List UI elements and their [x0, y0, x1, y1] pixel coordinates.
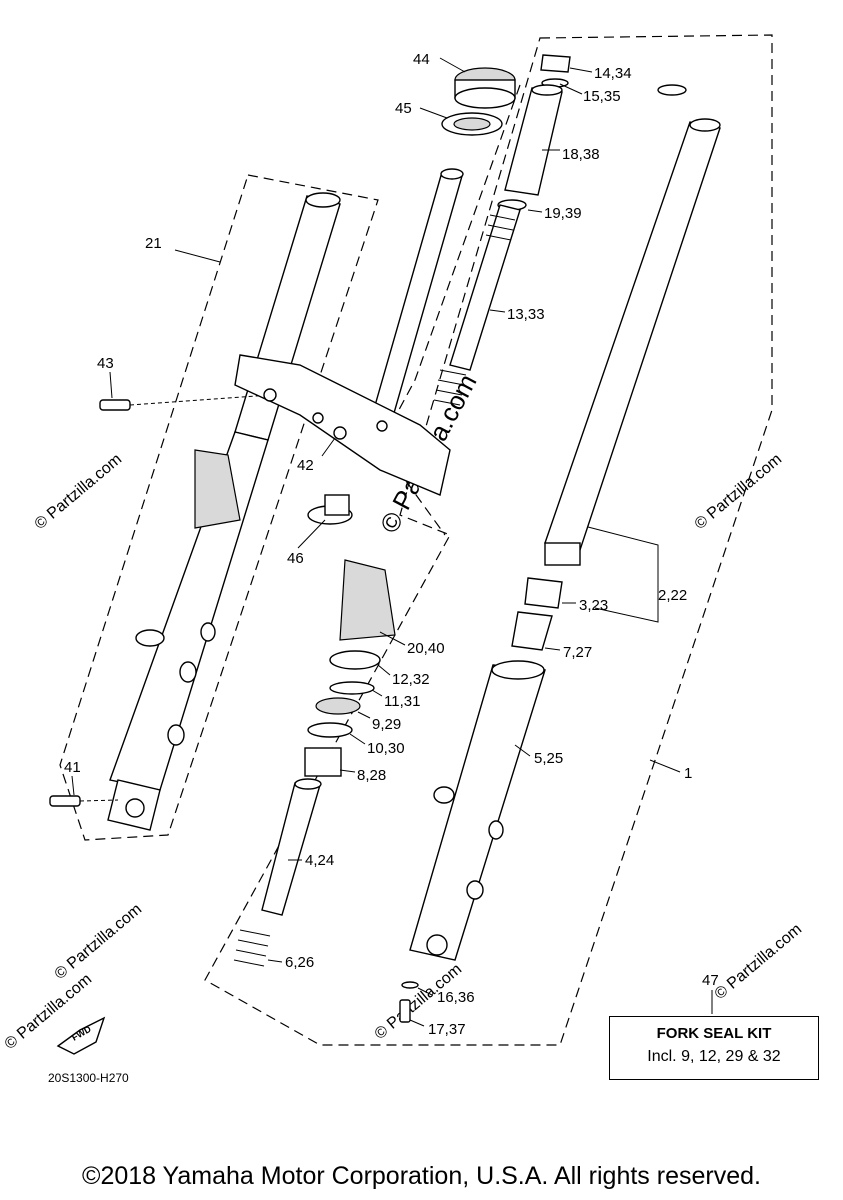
left-fork-assembly [107, 192, 341, 831]
callout-13-33: 13,33 [507, 306, 545, 323]
bearing-44 [454, 67, 516, 109]
kit-description: Incl. 9, 12, 29 & 32 [647, 1048, 781, 1065]
watermark: © Partzilla.com [32, 451, 126, 533]
fwd-arrow-icon: FWD [56, 1016, 106, 1055]
callout-7-27: 7,27 [563, 644, 592, 661]
callout-11-31: 11,31 [384, 693, 420, 710]
callout-19-39: 19,39 [544, 205, 582, 222]
bolt-17 [399, 981, 419, 1023]
callout-1: 1 [684, 765, 692, 782]
callout-16-36: 16,36 [437, 989, 475, 1006]
callout-42: 42 [297, 457, 314, 474]
callout-20-40: 20,40 [407, 640, 445, 657]
callout-5-25: 5,25 [534, 750, 563, 767]
callout-47: 47 [702, 972, 719, 989]
watermark: © Partzilla.com [692, 451, 786, 533]
callout-2-22: 2,22 [658, 587, 687, 604]
bolt-43 [99, 394, 271, 411]
callout-21: 21 [145, 235, 162, 252]
damper-rod [233, 778, 322, 967]
callout-41: 41 [64, 759, 81, 776]
right-fork-assembly [409, 84, 721, 961]
nut-46 [307, 494, 353, 525]
kit-title: FORK SEAL KIT [656, 1025, 772, 1042]
watermark: © Partzilla.com [52, 901, 146, 983]
callout-46: 46 [287, 550, 304, 567]
callout-4-24: 4,24 [305, 852, 334, 869]
callout-3-23: 3,23 [579, 597, 608, 614]
callout-17-37: 17,37 [428, 1021, 466, 1038]
steering-stem [234, 168, 464, 496]
watermark: © Partzilla.com [712, 921, 806, 1003]
callout-labels: 44 45 14,34 15,35 18,38 19,39 21 13,33 4… [64, 51, 719, 1038]
callout-44: 44 [413, 51, 430, 68]
inner-fork-parts [433, 54, 571, 406]
callout-6-26: 6,26 [285, 954, 314, 971]
callout-9-29: 9,29 [372, 716, 401, 733]
copyright-notice: ©2018 Yamaha Motor Corporation, U.S.A. A… [82, 1162, 761, 1190]
callout-10-30: 10,30 [367, 740, 405, 757]
seal-45 [441, 112, 503, 136]
callout-14-34: 14,34 [594, 65, 632, 82]
callout-18-38: 18,38 [562, 146, 600, 163]
leader-lines [71, 57, 713, 1027]
callout-8-28: 8,28 [357, 767, 386, 784]
seal-stack [304, 559, 396, 777]
callout-15-35: 15,35 [583, 88, 621, 105]
fork-seal-kit-box: FORK SEAL KIT Incl. 9, 12, 29 & 32 [609, 1016, 819, 1080]
callout-12-32: 12,32 [392, 671, 430, 688]
assembly-outline-1 [204, 34, 773, 1046]
callout-45: 45 [395, 100, 412, 117]
bolt-41 [49, 795, 119, 807]
figure-code: 20S1300-H270 [48, 1071, 129, 1085]
callout-43: 43 [97, 355, 114, 372]
